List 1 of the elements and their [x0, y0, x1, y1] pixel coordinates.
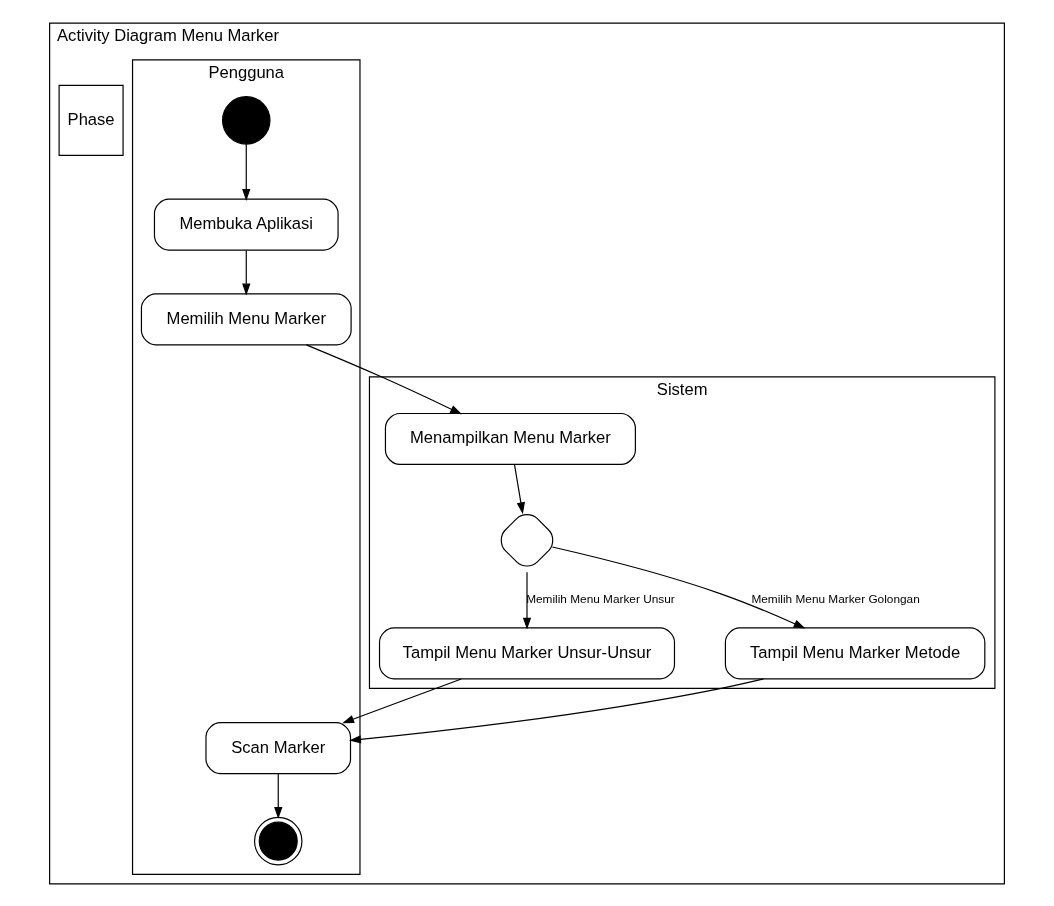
- edge-label: Memilih Menu Marker Golongan: [751, 591, 920, 606]
